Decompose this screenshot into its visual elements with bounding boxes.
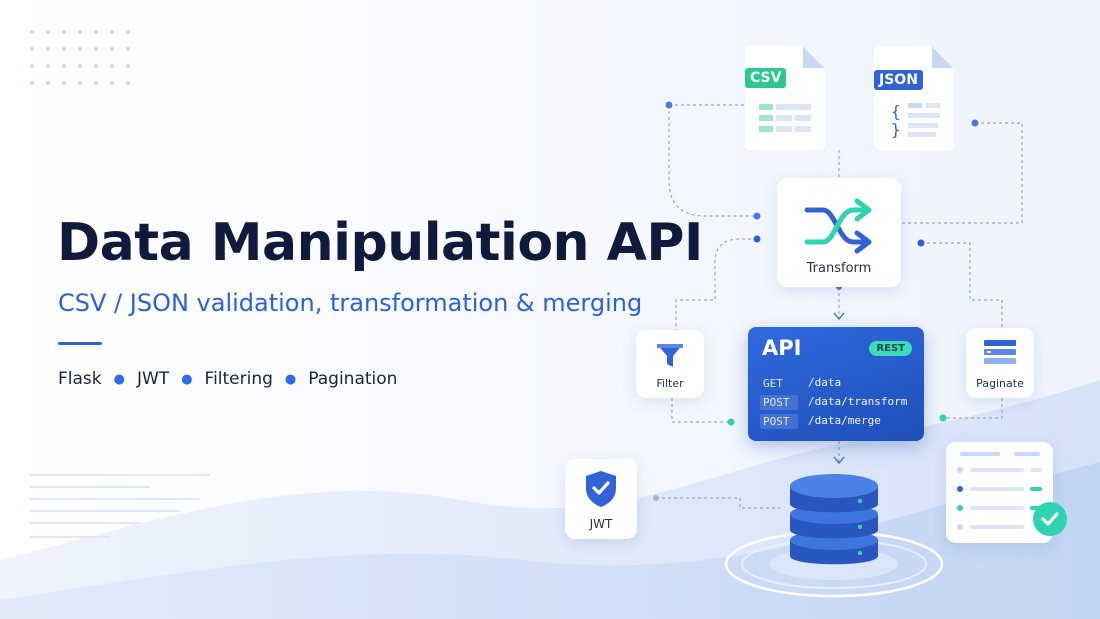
checklist-card-icon <box>957 452 1042 530</box>
shield-check-icon <box>586 471 616 507</box>
bullet-icon: ● <box>113 371 125 387</box>
route-path: /data <box>808 376 842 389</box>
dot-grid <box>30 30 130 85</box>
check-circle-icon <box>1033 502 1067 536</box>
bullet-icon: ● <box>181 371 193 387</box>
api-title: API <box>762 336 802 360</box>
tech-tags: Flask ● JWT ● Filtering ● Pagination <box>58 369 397 389</box>
rest-badge: REST <box>869 341 912 356</box>
route-path: /data/merge <box>808 414 881 427</box>
transform-label: Transform <box>806 261 872 276</box>
brace-open: { <box>891 102 901 121</box>
csv-file-icon <box>759 104 811 132</box>
bullet-icon: ● <box>284 371 297 387</box>
brace-close: } <box>891 120 901 139</box>
faint-lines <box>30 474 210 538</box>
api-node[interactable]: API REST GET /data POST /data/transform … <box>748 327 924 441</box>
filter-node: Filter <box>636 330 704 398</box>
tag-filtering: Filtering <box>204 369 273 389</box>
paginate-node: Paginate <box>966 328 1034 398</box>
transform-node: Transform <box>777 178 901 287</box>
shuffle-arrows-icon <box>804 198 872 254</box>
page-subtitle: CSV / JSON validation, transformation & … <box>58 289 643 317</box>
api-route[interactable]: POST /data/transform <box>760 395 907 410</box>
route-method: POST <box>760 395 798 410</box>
results-card <box>946 442 1053 543</box>
csv-badge: CSV <box>745 68 787 88</box>
json-file-icon <box>908 103 940 137</box>
page-title: Data Manipulation API <box>57 213 703 273</box>
paginate-label: Paginate <box>976 377 1024 390</box>
jwt-label: JWT <box>589 517 613 531</box>
jwt-node: JWT <box>565 459 637 539</box>
tag-pagination: Pagination <box>308 369 398 389</box>
route-method: POST <box>760 414 798 429</box>
tag-flask: Flask <box>58 369 102 389</box>
route-path: /data/transform <box>808 395 908 408</box>
title-divider <box>58 342 102 345</box>
api-route[interactable]: POST /data/merge <box>760 414 881 429</box>
connector-lines <box>656 104 1023 509</box>
route-method: GET <box>763 377 783 390</box>
json-node: JSON { } <box>874 46 954 150</box>
funnel-icon <box>657 344 683 367</box>
json-badge: JSON <box>874 70 923 90</box>
csv-node: CSV <box>745 46 825 150</box>
api-route[interactable]: GET /data <box>760 376 841 391</box>
database-stack-icon <box>724 474 944 598</box>
tag-jwt: JWT <box>136 369 170 389</box>
paginate-list-icon <box>984 340 1016 364</box>
filter-label: Filter <box>656 377 684 390</box>
